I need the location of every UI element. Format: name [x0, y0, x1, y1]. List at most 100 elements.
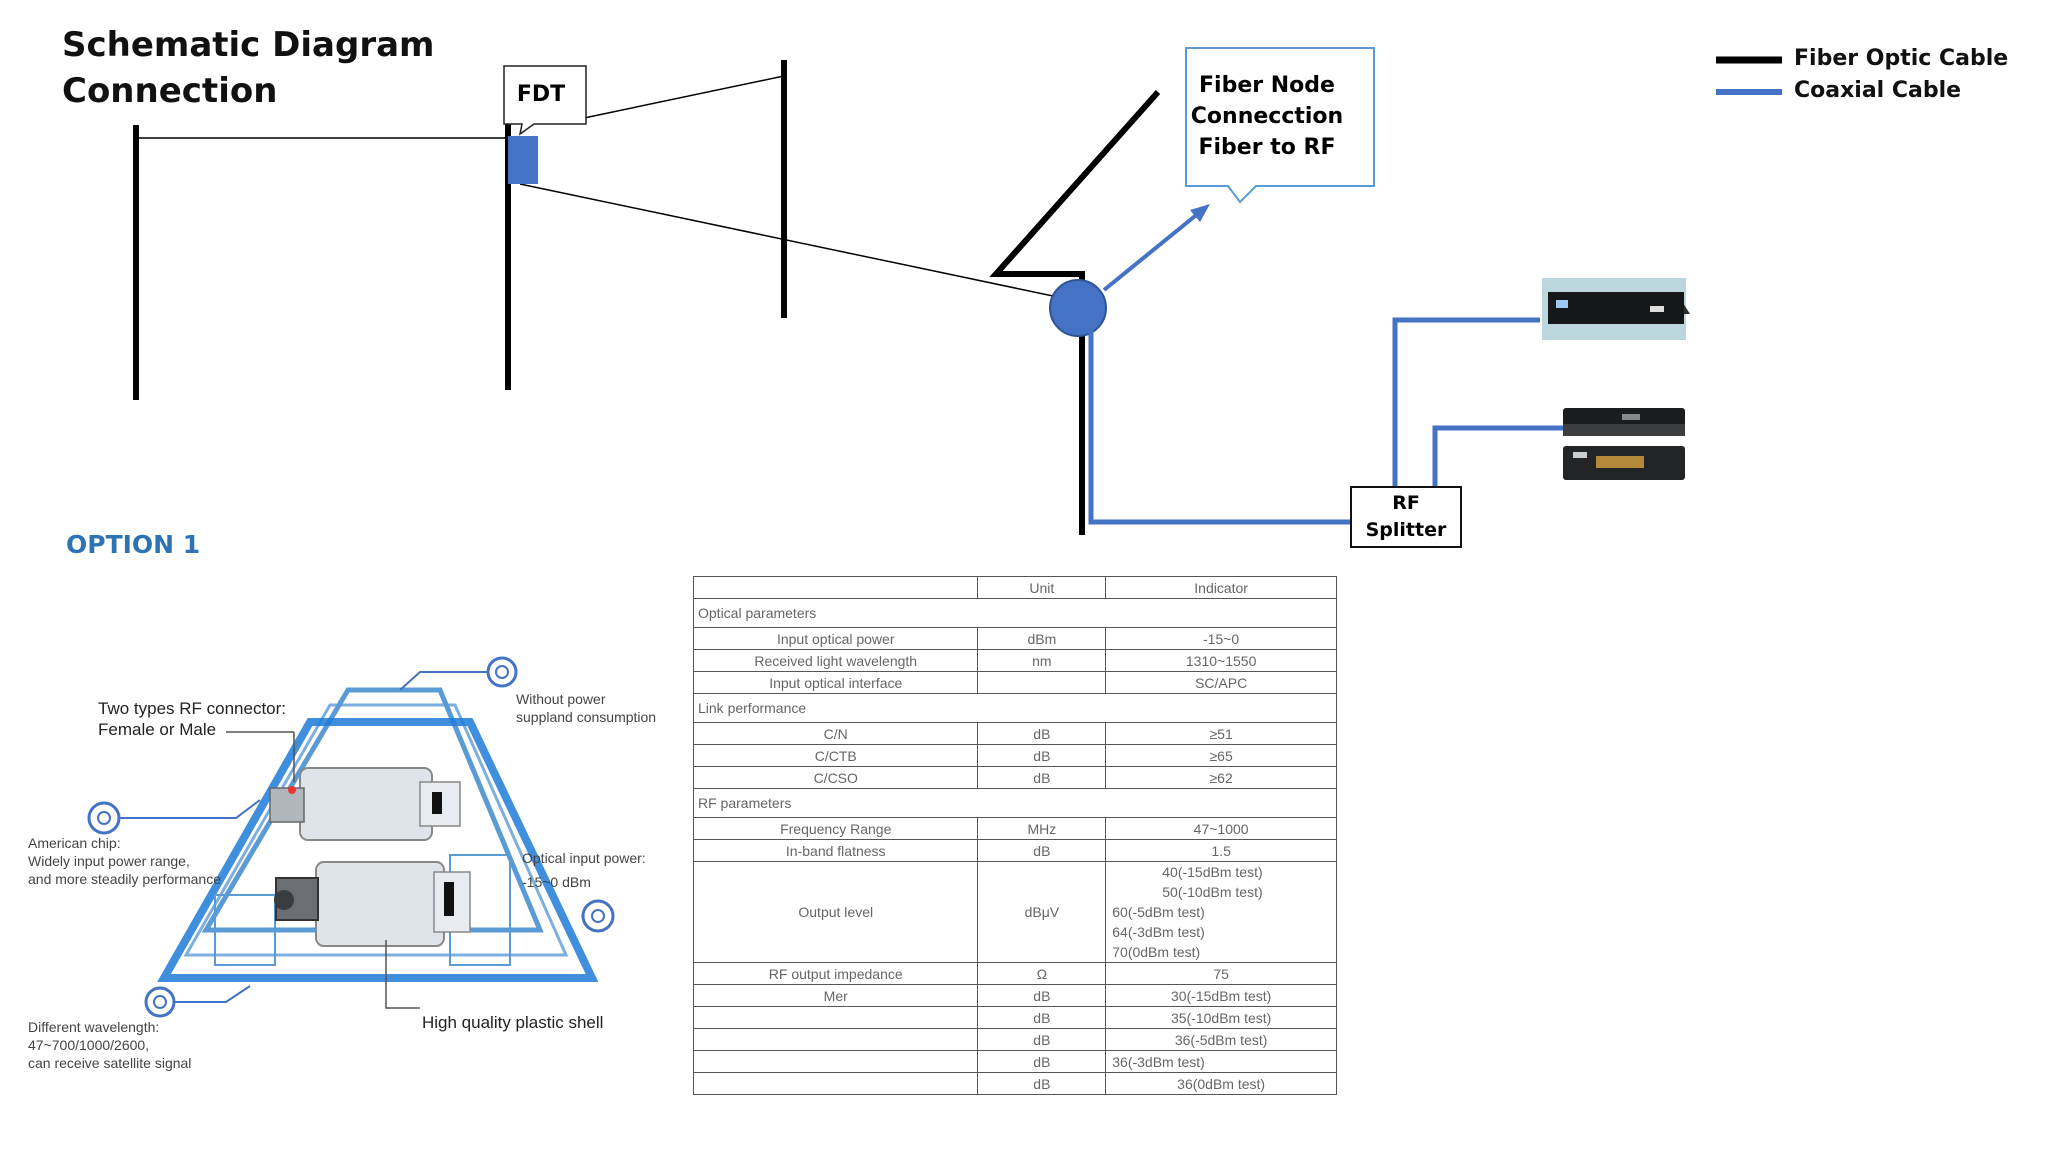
table-row: C/CSO dB ≥62 [692, 766, 1337, 789]
table-section-row: Link performance [693, 693, 1337, 723]
coaxial-cable-main [1088, 330, 1352, 525]
table-cell: dB [977, 1006, 1107, 1029]
table-cell: Mer [692, 984, 979, 1007]
table-cell: 47~1000 [1105, 817, 1337, 840]
table-cell: ≥65 [1105, 744, 1337, 767]
table-cell: ≥62 [1105, 766, 1337, 789]
fdt-callout-bubble [503, 65, 587, 136]
table-row: Mer dB 30(-15dBm test) [692, 984, 1337, 1007]
table-row: C/CTB dB ≥65 [692, 744, 1337, 767]
title-line-2: Connection [62, 71, 278, 111]
fiber-optic-cable [989, 90, 1161, 535]
table-cell: -15~0 [1105, 627, 1337, 650]
section-rf: RF parameters [693, 788, 1337, 818]
wavelength-note-line-1: Different wavelength: [28, 1019, 160, 1035]
optical-circle-icon [581, 899, 615, 933]
table-cell: RF output impedance [692, 962, 979, 985]
table-cell [692, 1050, 979, 1073]
table-row: Input optical power dBm -15~0 [692, 627, 1337, 650]
legend-label-fiber: Fiber Optic Cable [1794, 46, 2009, 71]
table-cell: 36(0dBm test) [1105, 1072, 1337, 1095]
table-row: RF output impedance Ω 75 [692, 962, 1337, 985]
table-cell: dB [977, 744, 1107, 767]
table-cell [692, 1006, 979, 1029]
table-cell: Frequency Range [692, 817, 979, 840]
section-link: Link performance [693, 693, 1337, 723]
output-level-value: 60(-5dBm test) [1112, 904, 1205, 920]
table-row: Output level dBμV 40(-15dBm test) 50(-10… [692, 861, 1337, 963]
title-line-1: Schematic Diagram [62, 25, 435, 65]
table-cell: SC/APC [1105, 671, 1337, 694]
output-level-value: 50(-10dBm test) [1162, 884, 1263, 900]
drop-wire-2 [583, 75, 785, 119]
output-level-value: 64(-3dBm test) [1112, 924, 1205, 940]
table-section-row: RF parameters [693, 788, 1337, 818]
table-cell: 36(-5dBm test) [1105, 1028, 1337, 1051]
table-cell: dB [977, 722, 1107, 745]
set-top-box-3 [1563, 446, 1685, 480]
wavelength-note: Different wavelength: 47~700/1000/2600, … [28, 1018, 191, 1072]
legend-label-coax: Coaxial Cable [1794, 78, 1962, 103]
table-cell: 1310~1550 [1105, 649, 1337, 672]
fdt-label: FDT [516, 81, 566, 107]
coaxial-cable-out-2 [1432, 425, 1570, 488]
power-note-line-1: Without power [516, 691, 606, 707]
output-level-value: 70(0dBm test) [1112, 944, 1201, 960]
set-top-box-1 [1542, 278, 1690, 340]
table-cell: 40(-15dBm test) 50(-10dBm test) 60(-5dBm… [1105, 861, 1337, 963]
chip-note-line-1: American chip: [28, 835, 121, 851]
shell-note: High quality plastic shell [422, 1013, 604, 1032]
option-label: OPTION 1 [66, 530, 201, 559]
table-row: dB 36(-3dBm test) [692, 1050, 1337, 1073]
table-cell: Ω [977, 962, 1107, 985]
table-cell: dB [977, 1050, 1107, 1073]
output-level-value: 40(-15dBm test) [1162, 864, 1263, 880]
table-cell: dB [977, 984, 1107, 1007]
table-cell: dB [977, 839, 1107, 862]
table-header: Indicator [1105, 576, 1337, 599]
fiber-node-label-line-1: Fiber Node [1199, 72, 1335, 98]
wavelength-note-line-3: can receive satellite signal [28, 1055, 192, 1071]
table-cell: In-band flatness [692, 839, 979, 862]
table-cell [692, 1028, 979, 1051]
table-header-row: Unit Indicator [692, 576, 1337, 599]
page-title: Schematic Diagram Connection [62, 22, 434, 114]
rf-splitter: RF Splitter [1350, 486, 1462, 548]
fiber-node-label-line-2: Connecction [1190, 103, 1344, 129]
product-photo [87, 656, 615, 1018]
arrowhead-icon [1190, 204, 1210, 222]
fiber-node-label-line-3: Fiber to RF [1198, 134, 1336, 160]
power-note-line-2: suppland consumption [516, 709, 657, 725]
table-cell: dBμV [977, 861, 1107, 963]
fiber-node-callout-bubble [1185, 47, 1375, 204]
table-cell: 75 [1105, 962, 1337, 985]
set-top-box-2 [1563, 408, 1685, 436]
fiber-node-label: Fiber Node Connecction Fiber to RF [1174, 48, 1360, 184]
table-cell: C/CSO [692, 766, 979, 789]
rf-connector-note: Two types RF connector: Female or Male [98, 698, 286, 740]
power-circle-icon [486, 656, 518, 688]
table-row: C/N dB ≥51 [692, 722, 1337, 745]
section-optical: Optical parameters [693, 598, 1337, 628]
table-cell: dBm [977, 627, 1107, 650]
node-arrow [1102, 210, 1202, 292]
table-cell: MHz [977, 817, 1107, 840]
table-row: dB 36(0dBm test) [692, 1072, 1337, 1095]
table-cell: dB [977, 1028, 1107, 1051]
optical-note: Optical input power: -15~0 dBm [522, 846, 646, 894]
chip-note-line-3: and more steadily performance [28, 871, 221, 887]
table-cell: dB [977, 766, 1107, 789]
rf-connector-note-line-2: Female or Male [98, 720, 217, 739]
table-row: dB 35(-10dBm test) [692, 1006, 1337, 1029]
wavelength-circle-icon [144, 986, 176, 1018]
table-cell: Received light wavelength [692, 649, 979, 672]
table-cell: nm [977, 649, 1107, 672]
table-cell: C/N [692, 722, 979, 745]
table-row: In-band flatness dB 1.5 [692, 839, 1337, 862]
optical-receiver-1 [299, 767, 433, 841]
spec-table: Unit Indicator Optical parameters Input … [692, 576, 1337, 1095]
table-cell [977, 671, 1107, 694]
table-cell: Output level [692, 861, 979, 963]
rf-splitter-line-1: RF [1392, 492, 1420, 514]
